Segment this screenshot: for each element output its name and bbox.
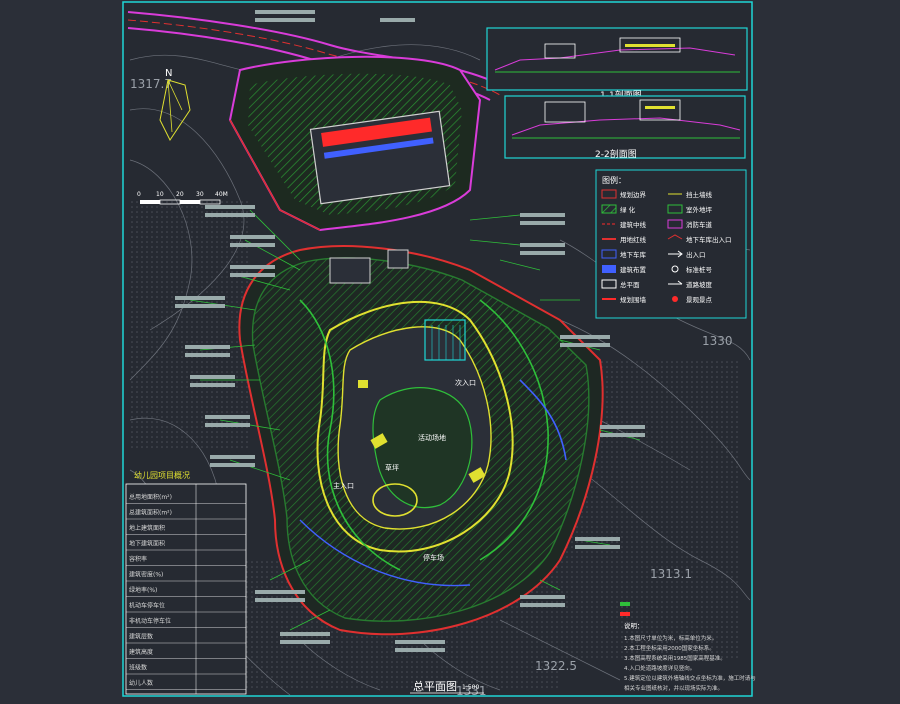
table-row-label: 绿地率(%) <box>129 586 157 594</box>
svg-text:景观景点: 景观景点 <box>686 296 713 304</box>
central-playground <box>372 387 473 509</box>
table-row-label: 建筑层数 <box>129 633 153 641</box>
north-arrow: N <box>159 68 191 141</box>
scale-bar: 0 10 20 30 40M <box>137 191 228 205</box>
svg-text:2.本工程坐标采用2000国家坐标系。: 2.本工程坐标采用2000国家坐标系。 <box>624 644 715 652</box>
section-2-2-panel: 2-2剖面图 <box>504 95 746 160</box>
notes-title: 说明： <box>624 621 644 630</box>
svg-text:20: 20 <box>176 191 184 198</box>
svg-text:40M: 40M <box>215 191 228 198</box>
svg-text:相关专业图纸核对，并以现场实际为准。: 相关专业图纸核对，并以现场实际为准。 <box>624 684 723 692</box>
svg-text:室外地坪: 室外地坪 <box>686 205 713 214</box>
svg-text:3.本图高程系统采用1985国家高程基准。: 3.本图高程系统采用1985国家高程基准。 <box>624 654 726 662</box>
table-row-label: 班级数 <box>129 664 147 672</box>
section-1-1-panel: 1-1剖面图 <box>486 27 748 101</box>
elevation-labels: 1317.7 1330 1313.1 1322.5 1331 <box>130 77 733 698</box>
svg-text:标准桩号: 标准桩号 <box>686 265 713 274</box>
svg-text:建筑布置: 建筑布置 <box>620 265 647 274</box>
svg-text:挡土墙线: 挡土墙线 <box>686 190 713 199</box>
table-row-label: 地上建筑面积 <box>129 524 165 532</box>
svg-text:出入口: 出入口 <box>686 250 706 259</box>
project-info-table: 幼儿园项目概况 总用地面积(m²) 总建筑面积(m²) 地上建筑面积地下建筑面积容积… <box>125 470 247 695</box>
table-row-label: 建筑密度(%) <box>129 571 163 579</box>
round-feature <box>372 483 418 517</box>
section-2-2-title: 2-2剖面图 <box>595 148 637 160</box>
site-labels: 主入口 次入口 活动场地 草坪 停车场 <box>333 378 476 562</box>
svg-text:1.本图尺寸单位为米，标高单位为米。: 1.本图尺寸单位为米，标高单位为米。 <box>624 634 717 642</box>
svg-text:建筑中线: 建筑中线 <box>620 220 647 229</box>
table-row-label: 容积率 <box>129 555 147 563</box>
svg-text:地下车库出入口: 地下车库出入口 <box>686 235 732 244</box>
drawing-title: 总平面图 <box>413 679 457 693</box>
svg-text:4.入口处道路坡度详见竖向。: 4.入口处道路坡度详见竖向。 <box>624 664 695 672</box>
table-row-label: 非机动车停车位 <box>129 617 171 625</box>
elevation-1331: 1331 <box>456 684 487 698</box>
svg-text:规划边界: 规划边界 <box>620 190 647 199</box>
svg-text:N: N <box>165 68 172 79</box>
svg-text:地下车库: 地下车库 <box>620 250 647 259</box>
svg-text:0: 0 <box>137 191 141 198</box>
notes-panel: 说明： 1.本图尺寸单位为米，标高单位为米。 2.本工程坐标采用2000国家坐标… <box>620 602 756 692</box>
drawing-title-block: 总平面图 1:500 <box>410 679 484 694</box>
svg-text:停车场: 停车场 <box>423 553 444 562</box>
elevation-top-left: 1317.7 <box>130 77 172 91</box>
drawing-scale: 1:500 <box>462 684 479 691</box>
table-row-label: 幼儿人数 <box>129 679 153 687</box>
svg-text:规划围墙: 规划围墙 <box>620 295 647 304</box>
upper-building-site <box>228 55 482 232</box>
elevation-1313: 1313.1 <box>650 567 692 581</box>
main-site <box>238 245 604 636</box>
legend-title: 图例： <box>602 175 626 185</box>
svg-text:用地红线: 用地红线 <box>620 235 647 244</box>
elevation-1330: 1330 <box>702 334 733 348</box>
table-row-label: 总建筑面积(m²) <box>129 509 172 517</box>
svg-text:绿 化: 绿 化 <box>620 205 636 214</box>
svg-text:道路坡度: 道路坡度 <box>686 280 713 289</box>
svg-text:10: 10 <box>156 191 164 198</box>
svg-text:30: 30 <box>196 191 204 198</box>
table-row-label: 机动车停车位 <box>129 602 165 610</box>
svg-text:活动场地: 活动场地 <box>418 433 446 442</box>
svg-text:总平面: 总平面 <box>620 280 640 289</box>
table-row-label: 地下建筑面积 <box>129 540 165 548</box>
table-row-label: 总用地面积(m²) <box>129 493 172 501</box>
svg-text:次入口: 次入口 <box>455 378 476 387</box>
coordinate-text-blocks <box>175 10 645 652</box>
legend-panel: 图例： 规划边界 绿 化 建筑中线 用地红线 地下车库 建筑布置 总平面 规划围… <box>595 169 747 319</box>
table-row-label: 建筑高度 <box>129 648 153 656</box>
svg-text:消防车道: 消防车道 <box>686 220 713 229</box>
gate-house <box>329 257 371 284</box>
elevation-1322: 1322.5 <box>535 659 577 673</box>
table-title: 幼儿园项目概况 <box>134 470 190 480</box>
svg-text:5.建筑定位以建筑外墙轴线交点坐标为准，施工时请与: 5.建筑定位以建筑外墙轴线交点坐标为准，施工时请与 <box>624 674 756 682</box>
svg-text:草坪: 草坪 <box>385 463 399 472</box>
svg-text:主入口: 主入口 <box>333 481 354 490</box>
